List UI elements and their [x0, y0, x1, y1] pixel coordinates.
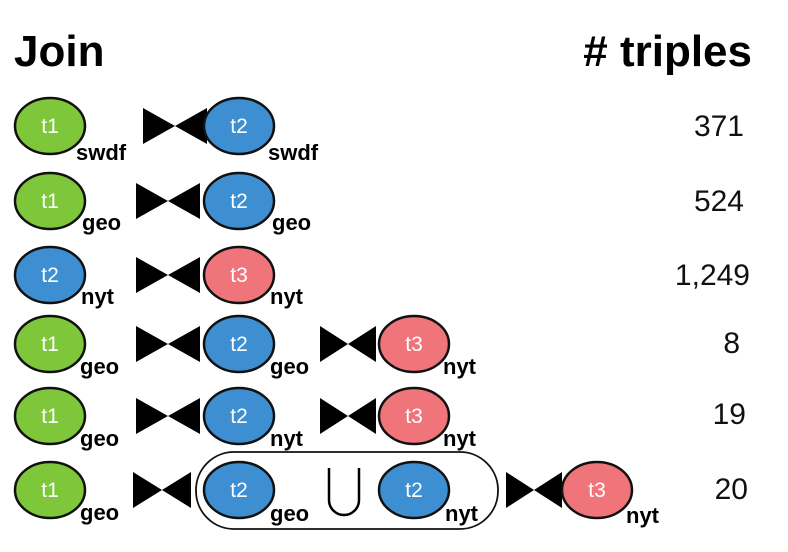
- triple-ellipse: [202, 314, 276, 374]
- source-label: nyt: [443, 354, 477, 379]
- join-operator-icon: [136, 257, 200, 293]
- triple-pattern: t2 nyt: [377, 460, 479, 526]
- triple-label: t2: [405, 479, 423, 502]
- source-label: nyt: [443, 426, 477, 451]
- triple-ellipse: [377, 460, 451, 520]
- triple-count: 524: [694, 185, 744, 218]
- triple-count: 20: [715, 473, 748, 506]
- source-label: geo: [80, 500, 119, 525]
- join-row: t1 swdf t2 swdf 371: [13, 96, 744, 165]
- triple-pattern: t2 geo: [202, 171, 311, 235]
- triple-ellipse: [13, 171, 87, 231]
- source-label: swdf: [76, 140, 127, 165]
- join-header: Join: [14, 27, 104, 76]
- triples-header: # triples: [583, 27, 752, 76]
- triple-ellipse: [13, 245, 87, 305]
- source-label: nyt: [445, 501, 479, 526]
- triple-pattern: t2 geo: [202, 314, 309, 379]
- source-label: geo: [270, 501, 309, 526]
- triple-label: t1: [41, 479, 59, 502]
- triple-label: t2: [230, 333, 248, 356]
- triple-count: 1,249: [675, 259, 750, 292]
- triple-ellipse: [13, 386, 87, 446]
- triple-count: 8: [723, 327, 740, 360]
- source-label: nyt: [270, 284, 304, 309]
- triple-ellipse: [202, 386, 276, 446]
- triple-pattern: t2 nyt: [202, 386, 304, 451]
- join-row: t2 nyt t3 nyt 1,249: [13, 245, 750, 309]
- triple-ellipse: [560, 460, 634, 520]
- triple-pattern: t1 geo: [13, 314, 119, 379]
- source-label: geo: [272, 210, 311, 235]
- triple-pattern: t2 swdf: [202, 96, 319, 165]
- triple-label: t2: [41, 264, 59, 287]
- source-label: nyt: [270, 426, 304, 451]
- triple-label: t2: [230, 190, 248, 213]
- triple-ellipse: [377, 386, 451, 446]
- triple-ellipse: [202, 96, 276, 156]
- triple-label: t3: [230, 264, 248, 287]
- triple-label: t1: [41, 405, 59, 428]
- join-operator-icon: [320, 326, 376, 362]
- triple-label: t1: [41, 333, 59, 356]
- triple-pattern: t1 swdf: [13, 96, 127, 165]
- source-label: geo: [80, 354, 119, 379]
- triple-label: t2: [230, 115, 248, 138]
- join-row: t1 geo t2 geo t3 nyt 8: [13, 314, 740, 379]
- join-row: t1 geo t2 geo t2 nyt t3 nyt 20: [13, 451, 748, 530]
- source-label: nyt: [626, 503, 660, 528]
- union-group-box: [195, 451, 499, 530]
- source-label: geo: [270, 354, 309, 379]
- join-operator-icon: [136, 398, 200, 434]
- source-label: geo: [80, 426, 119, 451]
- triple-pattern: t3 nyt: [560, 460, 660, 528]
- triple-ellipse: [202, 460, 276, 520]
- union-icon: [327, 468, 361, 517]
- join-operator-icon: [320, 398, 376, 434]
- triple-pattern: t1 geo: [13, 171, 121, 235]
- triple-label: t3: [588, 479, 606, 502]
- triple-pattern: t3 nyt: [377, 314, 477, 379]
- join-row: t1 geo t2 geo 524: [13, 171, 744, 235]
- source-label: swdf: [268, 140, 319, 165]
- triple-label: t3: [405, 405, 423, 428]
- triple-label: t3: [405, 333, 423, 356]
- triple-pattern: t2 geo: [202, 460, 309, 526]
- join-operator-icon: [133, 472, 191, 508]
- triple-label: t2: [230, 479, 248, 502]
- triple-ellipse: [202, 171, 276, 231]
- source-label: nyt: [81, 284, 115, 309]
- triple-ellipse: [377, 314, 451, 374]
- triple-count: 19: [713, 398, 746, 431]
- triple-ellipse: [13, 460, 87, 520]
- triple-count: 371: [694, 110, 744, 143]
- join-operator-icon: [506, 472, 562, 508]
- triple-pattern: t3 nyt: [377, 386, 477, 451]
- join-operator-icon: [136, 183, 200, 219]
- triple-pattern: t3 nyt: [202, 245, 304, 309]
- triple-pattern: t2 nyt: [13, 245, 115, 309]
- triple-ellipse: [202, 245, 276, 305]
- join-row: t1 geo t2 nyt t3 nyt 19: [13, 386, 746, 451]
- join-operator-icon: [143, 108, 207, 144]
- triple-label: t1: [41, 115, 59, 138]
- triple-label: t2: [230, 405, 248, 428]
- triple-ellipse: [13, 314, 87, 374]
- triple-label: t1: [41, 190, 59, 213]
- triple-pattern: t1 geo: [13, 386, 119, 451]
- triple-pattern: t1 geo: [13, 460, 119, 525]
- join-operator-icon: [136, 326, 200, 362]
- triple-ellipse: [13, 96, 87, 156]
- source-label: geo: [82, 210, 121, 235]
